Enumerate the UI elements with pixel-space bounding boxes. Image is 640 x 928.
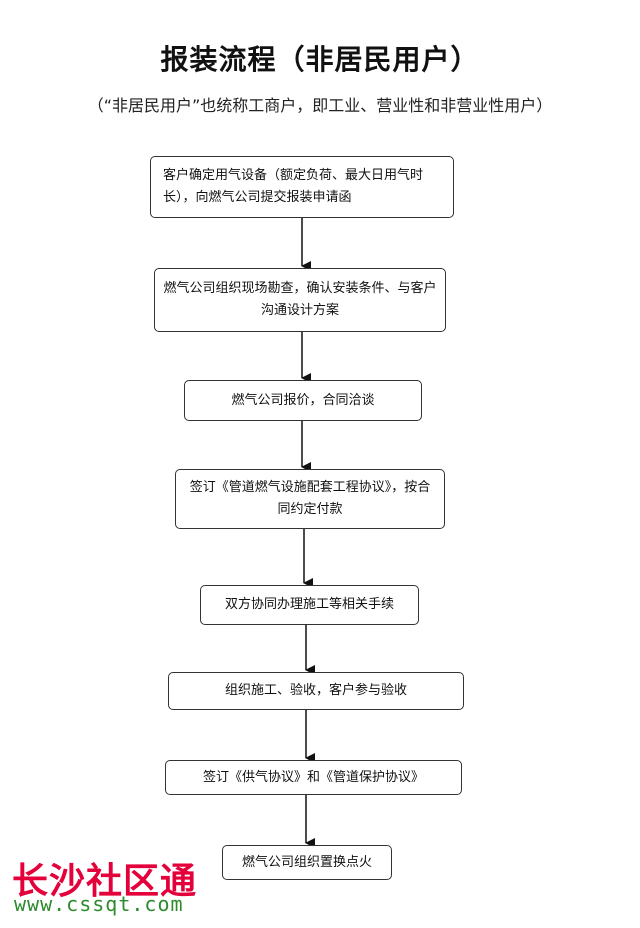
flow-step-1: 客户确定用气设备（额定负荷、最大日用气时长），向燃气公司提交报装申请函 [150,156,454,218]
flow-step-6-text: 组织施工、验收，客户参与验收 [224,683,407,698]
page-title: 报装流程（非居民用户） [160,43,480,76]
flow-step-4: 签订《管道燃气设施配套工程协议》，按合同约定付款 [175,469,445,529]
flow-step-7-text: 签订《供气协议》和《管道保护协议》 [202,769,424,785]
flow-step-1-text: 客户确定用气设备（额定负荷、最大日用气时长），向燃气公司提交报装申请函 [163,168,424,205]
watermark-url: www.cssqt.com [14,892,184,916]
flow-step-5: 双方协同办理施工等相关手续 [200,585,419,625]
flow-step-3: 燃气公司报价，合同洽谈 [184,380,422,421]
flow-step-5-text: 双方协同办理施工等相关手续 [224,597,394,612]
flow-step-8-text: 燃气公司组织置换点火 [241,854,372,870]
flow-step-6: 组织施工、验收，客户参与验收 [168,672,464,710]
flow-step-4-text: 签订《管道燃气设施配套工程协议》，按合同约定付款 [189,480,431,517]
flow-step-7: 签订《供气协议》和《管道保护协议》 [165,760,462,795]
flow-step-3-text: 燃气公司报价，合同洽谈 [231,392,375,408]
page-subtitle: （“非居民用户”也统称工商户，即工业、营业性和非营业性用户） [87,96,553,115]
flow-step-2: 燃气公司组织现场勘查，确认安装条件、与客户沟通设计方案 [154,268,446,332]
flow-step-2-text: 燃气公司组织现场勘查，确认安装条件、与客户沟通设计方案 [163,281,437,318]
flow-step-8: 燃气公司组织置换点火 [222,845,392,880]
watermark-logo-text: 长沙社区通 [12,861,198,902]
